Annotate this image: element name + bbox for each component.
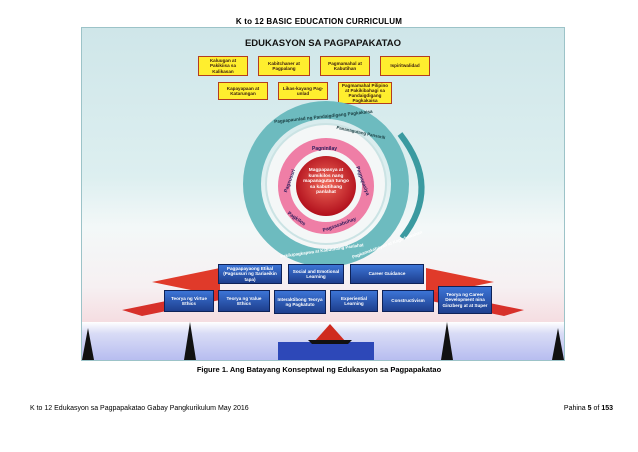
left-cone [184,322,196,360]
value-box-6: Likas-kayang Pag-unlad [278,82,328,100]
left-red-arrow [152,268,220,296]
value-box-3: Pagmamahal at Kabutihan [320,56,370,76]
right-cone [441,322,453,360]
theory-box-4: Experiential Learning [330,290,378,312]
macro-box-3: Career Guidance [350,264,424,284]
far-right-cone [552,328,564,360]
page-of: of [593,405,600,412]
macro-box-1: Pagpapayaong Etikal (Pagsusuri ng Sariae… [218,264,282,284]
macro-box-2: Social and Emotional Learning [288,264,344,284]
value-box-7: Pagmamahal Pilipino at Pakikibahagi sa P… [338,82,392,104]
center-text: Magpapasya at kumikilos nang mapanagutan… [303,168,349,196]
concept-diagram: EDUKASYON SA PAGPAPAKATAO Kaluugan at Pa… [81,27,565,361]
theory-box-5: Constructivism [382,290,434,312]
page-total: 153 [601,405,613,412]
value-box-1: Kaluugan at Pakikiisa sa Kalikasan [198,56,248,76]
page-number: Pahina 5 of 153 [564,405,613,412]
theory-box-3: Interaktibong Teorya ng Pagkatuto [274,290,326,314]
document-header: K to 12 BASIC EDUCATION CURRICULUM [235,17,403,26]
rings-graphic [82,101,564,360]
diagram-title: EDUKASYON SA PAGPAPAKATAO [244,38,402,49]
inner-ring [278,138,374,234]
value-box-5: Kapayapaan at Katarungan [218,82,268,100]
pedestal-trim [308,340,352,344]
theory-box-2: Teorya ng Value Ethics [218,290,270,312]
figure-caption: Figure 1. Ang Batayang Konseptwal ng Edu… [196,365,442,374]
pedestal-base [278,342,374,360]
inner-label-pagninilay: Pagninilay [312,146,338,152]
center-circle [296,156,356,216]
page-current: 5 [587,405,592,412]
curved-arrow [397,132,425,240]
theory-box-1: Teorya ng Virtue Ethics [164,290,214,312]
outer-ring [243,101,409,267]
far-left-cone [82,328,94,360]
theory-box-6: Teorya ng Career Development nina Ginzbe… [438,286,492,314]
page-prefix: Pahina [563,405,586,412]
value-box-2: Kabitchaner at Pagpalang [258,56,310,76]
footer-title: K to 12 Edukasyon sa Pagpapakatao Gabay … [30,405,249,412]
pedestal-graduation-cap [314,324,346,342]
value-box-4: Ispiritwalidad [380,56,430,76]
